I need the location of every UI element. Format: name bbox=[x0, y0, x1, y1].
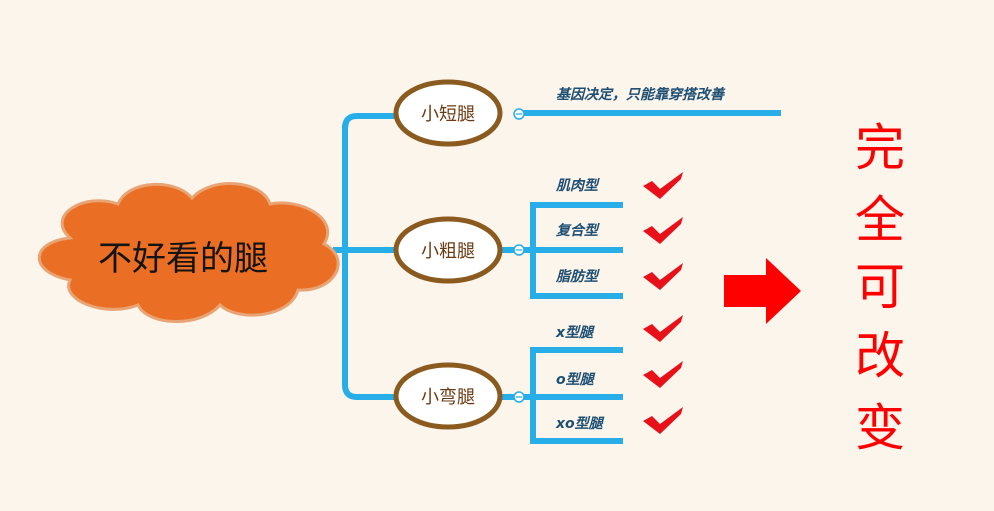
conclusion-char-4: 改 bbox=[855, 327, 905, 385]
branch-node-1-ellipse bbox=[393, 79, 503, 147]
leaf-branch-2-1[interactable]: 肌肉型 bbox=[555, 178, 600, 194]
conclusion-char-3: 可 bbox=[855, 258, 905, 316]
conclusion-char-5: 变 bbox=[855, 399, 905, 457]
leaf-branch-2-3[interactable]: 脂肪型 bbox=[555, 268, 600, 285]
check-marks bbox=[643, 172, 683, 434]
leaf-branch-3-2[interactable]: o型腿 bbox=[556, 372, 596, 388]
root-label: 不好看的腿 bbox=[98, 239, 268, 279]
conclusion-text: 完 全 可 改 变 bbox=[855, 119, 905, 457]
conclusion-char-2: 全 bbox=[855, 191, 905, 249]
branch-node-2[interactable]: 小粗腿 bbox=[393, 216, 503, 284]
branch-node-1-label: 小短腿 bbox=[421, 104, 475, 125]
arrow-right-icon bbox=[724, 258, 801, 324]
leaf-branch-3-1[interactable]: x型腿 bbox=[555, 325, 595, 341]
branch-node-2-label: 小粗腿 bbox=[421, 241, 475, 262]
leaf-branch-2-2[interactable]: 复合型 bbox=[556, 222, 600, 239]
branch-node-3-label: 小弯腿 bbox=[421, 387, 475, 408]
branch-node-1[interactable]: 小短腿 bbox=[393, 79, 503, 147]
check-icon bbox=[643, 217, 683, 244]
collapse-toggles[interactable] bbox=[513, 108, 525, 403]
check-icon bbox=[643, 315, 683, 342]
branch-node-3-ellipse bbox=[393, 362, 503, 430]
branch-node-2-ellipse bbox=[393, 216, 503, 284]
root-node[interactable]: 不好看的腿 bbox=[37, 182, 340, 323]
connector-root-to-branches bbox=[333, 113, 398, 400]
leaf-branch-3-3[interactable]: xo型腿 bbox=[555, 416, 605, 432]
conclusion-char-1: 完 bbox=[855, 119, 905, 177]
leaf-branch-1-1[interactable]: 基因决定，只能靠穿搭改善 bbox=[556, 86, 726, 103]
check-icon bbox=[643, 407, 683, 434]
cloud-shape bbox=[37, 182, 340, 323]
check-icon bbox=[643, 361, 683, 388]
check-icon bbox=[643, 263, 683, 290]
branch-node-3[interactable]: 小弯腿 bbox=[393, 362, 503, 430]
check-icon bbox=[643, 172, 683, 199]
